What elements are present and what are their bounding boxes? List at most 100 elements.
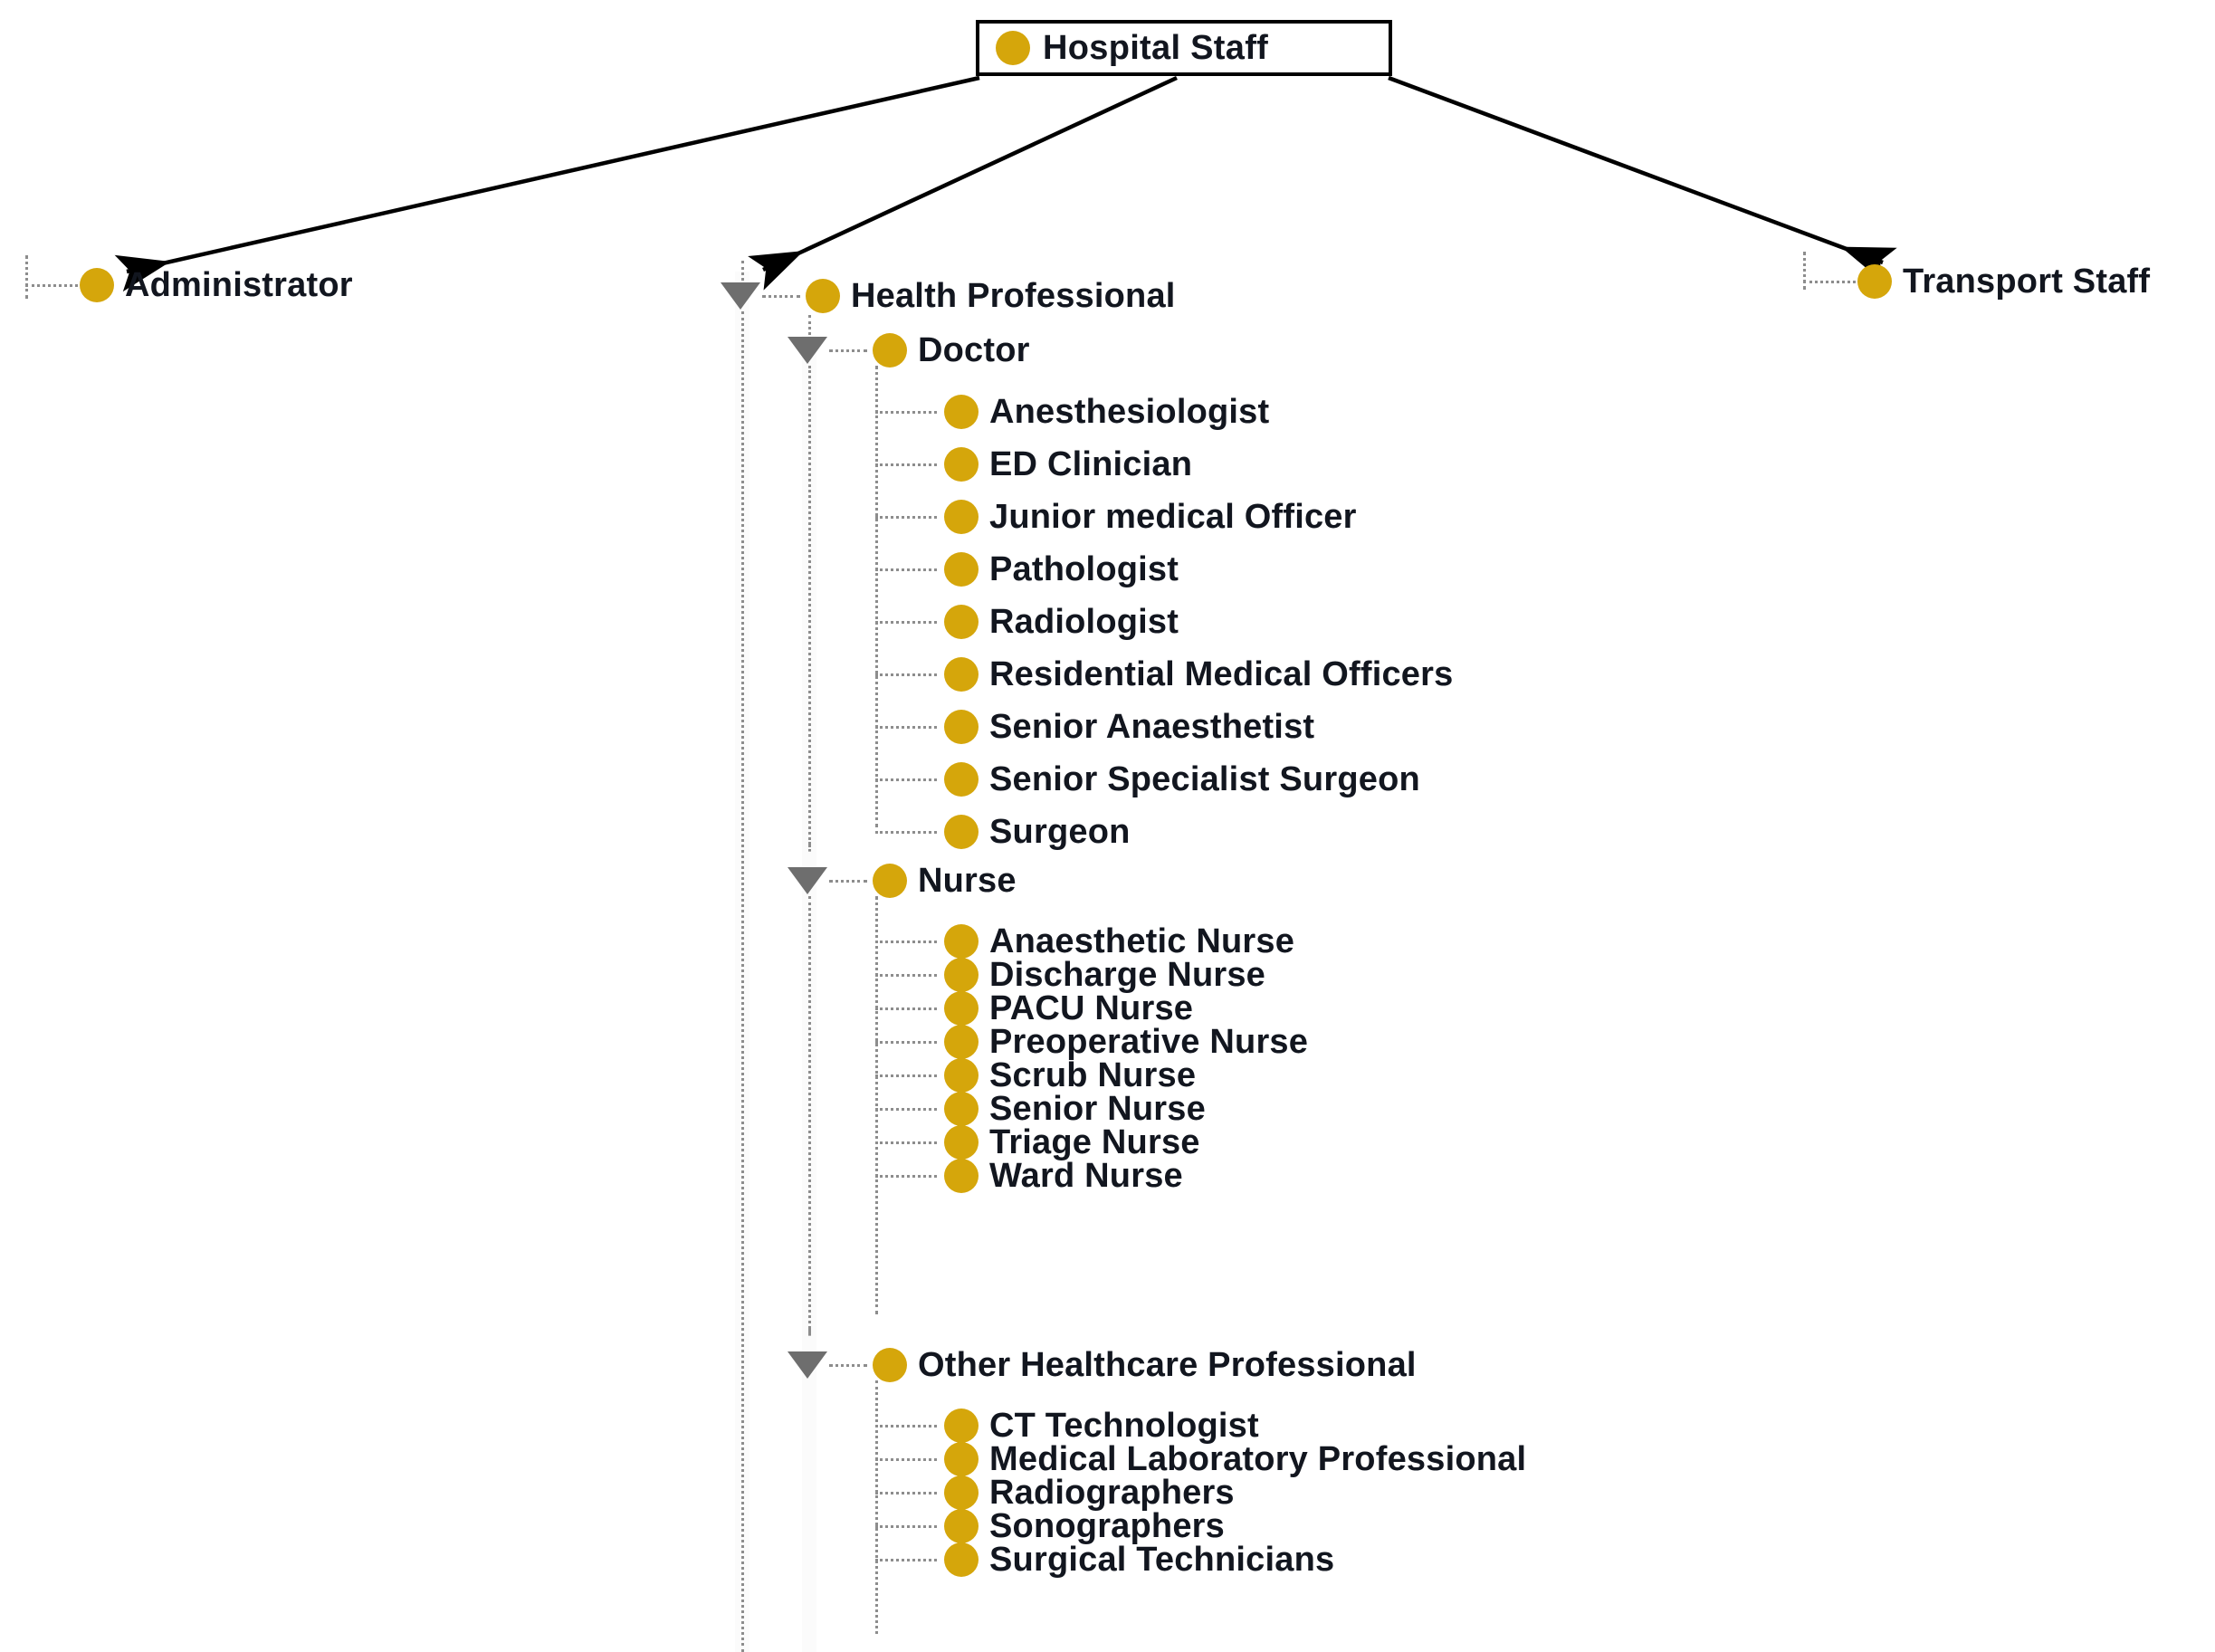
leaf-senior-specialist-surgeon[interactable]: Senior Specialist Surgeon bbox=[944, 753, 1420, 806]
leaf-medical-laboratory-professional[interactable]: Medical Laboratory Professional bbox=[944, 1433, 1526, 1485]
connector-hline-leaf bbox=[875, 1458, 937, 1461]
leaf-label: Surgical Technicians bbox=[989, 1540, 1335, 1579]
leaf-label: Scrub Nurse bbox=[989, 1055, 1197, 1094]
connector-hline-leaf bbox=[875, 1559, 937, 1561]
root-node-label: Hospital Staff bbox=[1043, 28, 1269, 67]
connector-hline-leaf bbox=[875, 974, 937, 977]
leaf-pacu-nurse[interactable]: PACU Nurse bbox=[944, 982, 1193, 1035]
collapse-triangle-icon[interactable] bbox=[721, 282, 760, 310]
connector-trunk-doctor bbox=[808, 366, 811, 845]
leaf-anesthesiologist[interactable]: Anesthesiologist bbox=[944, 386, 1269, 438]
leaf-label: Junior medical Officer bbox=[989, 497, 1357, 536]
amber-circle-icon bbox=[873, 864, 907, 898]
amber-circle-icon bbox=[80, 268, 114, 302]
amber-circle-icon bbox=[806, 279, 840, 313]
leaf-residential-medical-officers[interactable]: Residential Medical Officers bbox=[944, 648, 1453, 701]
leaf-triage-nurse[interactable]: Triage Nurse bbox=[944, 1116, 1200, 1169]
leaf-senior-anaesthetist[interactable]: Senior Anaesthetist bbox=[944, 701, 1314, 753]
node-other-healthcare-professional-label: Other Healthcare Professional bbox=[918, 1345, 1417, 1384]
connector-hline-administrator bbox=[25, 284, 78, 287]
leaf-label: Radiologist bbox=[989, 602, 1179, 641]
leaf-senior-nurse[interactable]: Senior Nurse bbox=[944, 1083, 1206, 1135]
collapse-triangle-icon[interactable] bbox=[788, 337, 827, 364]
amber-circle-icon bbox=[944, 552, 979, 587]
node-nurse[interactable]: Nurse bbox=[788, 855, 1017, 907]
amber-circle-icon bbox=[944, 605, 979, 639]
collapse-triangle-icon[interactable] bbox=[788, 1351, 827, 1379]
amber-circle-icon bbox=[944, 1509, 979, 1543]
amber-circle-icon bbox=[873, 1348, 907, 1382]
amber-circle-icon bbox=[944, 447, 979, 482]
amber-circle-icon bbox=[944, 657, 979, 692]
leaf-label: Anaesthetic Nurse bbox=[989, 921, 1295, 960]
connector-hline-leaf bbox=[875, 463, 937, 466]
leaf-discharge-nurse[interactable]: Discharge Nurse bbox=[944, 949, 1265, 1001]
connector-hline-leaf bbox=[875, 1525, 937, 1528]
node-health-professional-label: Health Professional bbox=[851, 276, 1176, 315]
connector-hline-leaf bbox=[875, 1074, 937, 1077]
leaf-ward-nurse[interactable]: Ward Nurse bbox=[944, 1150, 1183, 1202]
amber-circle-icon bbox=[944, 1058, 979, 1093]
connector-hline-leaf bbox=[875, 411, 937, 414]
leaf-label: Radiographers bbox=[989, 1473, 1235, 1512]
amber-circle-icon bbox=[944, 958, 979, 992]
leaf-radiographers[interactable]: Radiographers bbox=[944, 1466, 1235, 1519]
connector-hline-leaf bbox=[875, 1425, 937, 1428]
node-other-healthcare-professional[interactable]: Other Healthcare Professional bbox=[788, 1339, 1417, 1391]
leaf-ct-technologist[interactable]: CT Technologist bbox=[944, 1399, 1259, 1452]
connector-hline-other-hcp bbox=[829, 1364, 867, 1367]
leaf-label: Ward Nurse bbox=[989, 1156, 1183, 1195]
connector-hline-leaf bbox=[875, 1141, 937, 1144]
leaf-junior-medical-officer[interactable]: Junior medical Officer bbox=[944, 491, 1357, 543]
node-transport-staff-label: Transport Staff bbox=[1903, 262, 2151, 301]
connector-trunk-doctor-children bbox=[875, 366, 878, 827]
leaf-label: Discharge Nurse bbox=[989, 955, 1266, 994]
connector-hline-leaf bbox=[875, 516, 937, 519]
leaf-label: Senior Specialist Surgeon bbox=[989, 759, 1420, 798]
leaf-label: Medical Laboratory Professional bbox=[989, 1439, 1527, 1478]
leaf-radiologist[interactable]: Radiologist bbox=[944, 596, 1179, 648]
leaf-preoperative-nurse[interactable]: Preoperative Nurse bbox=[944, 1016, 1308, 1068]
arrow-to-administrator bbox=[114, 75, 980, 292]
amber-circle-icon bbox=[873, 333, 907, 368]
node-health-professional[interactable]: Health Professional bbox=[721, 270, 1176, 322]
node-doctor[interactable]: Doctor bbox=[788, 324, 1030, 377]
leaf-label: ED Clinician bbox=[989, 444, 1193, 483]
leaf-scrub-nurse[interactable]: Scrub Nurse bbox=[944, 1049, 1196, 1102]
leaf-surgeon[interactable]: Surgeon bbox=[944, 806, 1131, 858]
leaf-label: Pathologist bbox=[989, 549, 1179, 588]
amber-circle-icon bbox=[944, 815, 979, 849]
arrow-to-transport-staff bbox=[1388, 75, 1897, 283]
collapse-triangle-icon[interactable] bbox=[788, 867, 827, 894]
leaf-label: CT Technologist bbox=[989, 1406, 1259, 1445]
leaf-surgical-technicians[interactable]: Surgical Technicians bbox=[944, 1533, 1334, 1586]
amber-circle-icon bbox=[944, 710, 979, 744]
leaf-label: Triage Nurse bbox=[989, 1122, 1200, 1161]
amber-circle-icon bbox=[944, 395, 979, 429]
leaf-sonographers[interactable]: Sonographers bbox=[944, 1500, 1225, 1552]
connector-hline-leaf bbox=[875, 1108, 937, 1111]
connector-trunk-nurse-children bbox=[875, 896, 878, 1314]
leaf-label: PACU Nurse bbox=[989, 988, 1194, 1027]
leaf-label: Senior Nurse bbox=[989, 1089, 1206, 1128]
amber-circle-icon bbox=[944, 924, 979, 959]
leaf-label: Senior Anaesthetist bbox=[989, 707, 1315, 746]
root-node-hospital-staff[interactable]: Hospital Staff bbox=[976, 20, 1392, 76]
connector-vline-health-professional-top bbox=[741, 261, 744, 281]
leaf-label: Surgeon bbox=[989, 812, 1131, 851]
connector-hline-transport-staff bbox=[1803, 281, 1856, 283]
leaf-pathologist[interactable]: Pathologist bbox=[944, 543, 1179, 596]
connector-vline-other-hcp-top bbox=[808, 1329, 811, 1336]
leaf-anaesthetic-nurse[interactable]: Anaesthetic Nurse bbox=[944, 915, 1294, 968]
connector-hline-leaf bbox=[875, 1041, 937, 1044]
connector-trunk-health-professional bbox=[741, 311, 744, 1652]
connector-hline-nurse bbox=[829, 880, 867, 883]
leaf-ed-clinician[interactable]: ED Clinician bbox=[944, 438, 1192, 491]
connector-hline-leaf bbox=[875, 726, 937, 729]
node-transport-staff[interactable]: Transport Staff bbox=[1857, 255, 2150, 308]
node-administrator[interactable]: Administrator bbox=[80, 259, 353, 311]
connector-hline-leaf bbox=[875, 831, 937, 834]
connector-hline-leaf bbox=[875, 1175, 937, 1178]
connector-hline-health-professional bbox=[762, 295, 800, 298]
